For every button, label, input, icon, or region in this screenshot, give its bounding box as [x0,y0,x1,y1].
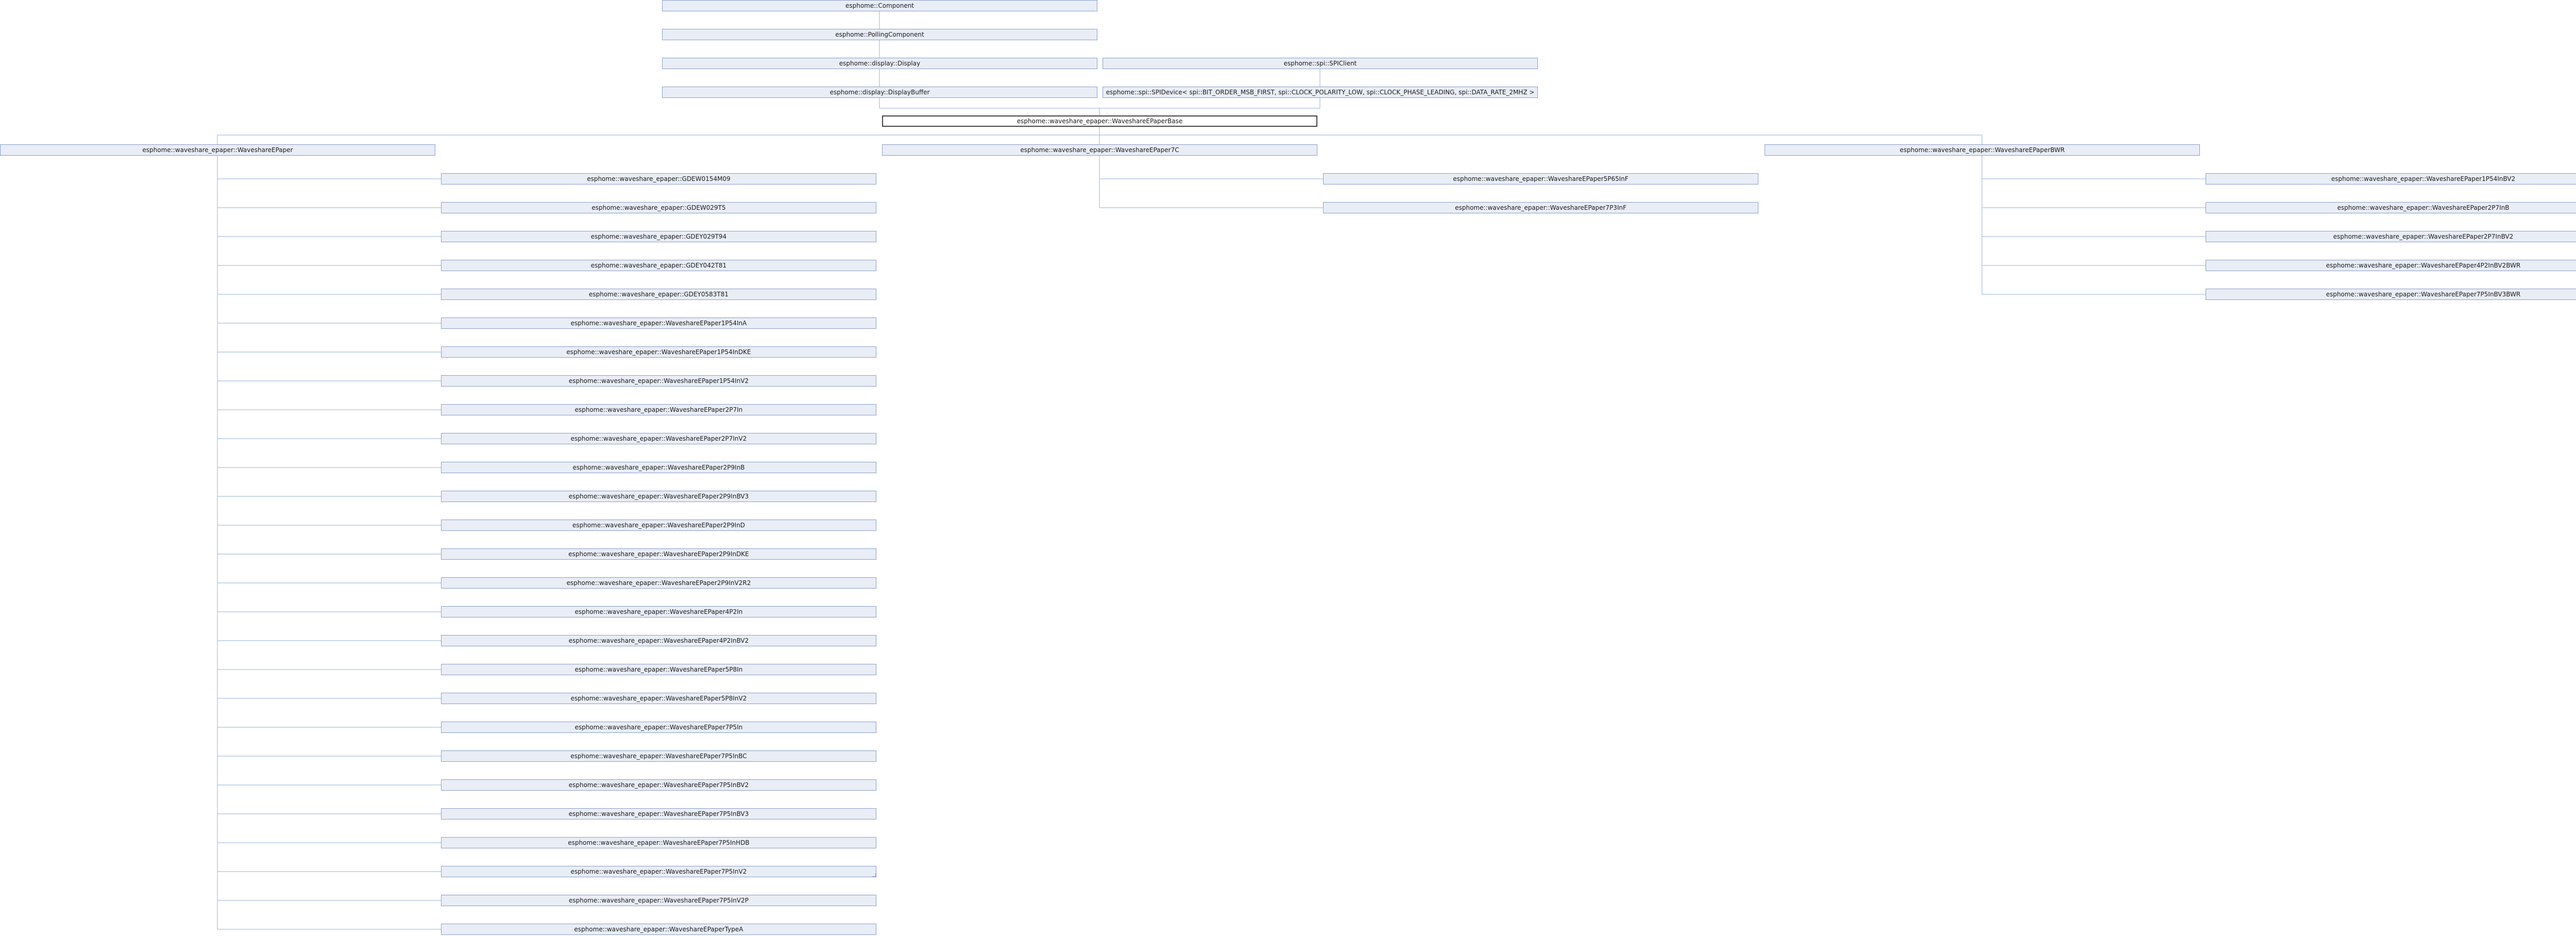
node-7p5in[interactable]: esphome::waveshare_epaper::WaveshareEPap… [441,722,876,733]
node-typea[interactable]: esphome::waveshare_epaper::WaveshareEPap… [441,924,876,935]
node-4p2in[interactable]: esphome::waveshare_epaper::WaveshareEPap… [441,606,876,617]
node-waveshare-epaper-7c[interactable]: esphome::waveshare_epaper::WaveshareEPap… [882,144,1317,156]
node-5p8inv2[interactable]: esphome::waveshare_epaper::WaveshareEPap… [441,693,876,704]
node-2p7inb[interactable]: esphome::waveshare_epaper::WaveshareEPap… [2206,202,2576,213]
node-7p5inv2-label: esphome::waveshare_epaper::WaveshareEPap… [570,868,747,875]
node-7p5inv2p[interactable]: esphome::waveshare_epaper::WaveshareEPap… [441,895,876,906]
node-display[interactable]: esphome::display::Display [662,58,1097,69]
node-gdew029t5[interactable]: esphome::waveshare_epaper::GDEW029T5 [441,202,876,213]
node-waveshare-epaper[interactable]: esphome::waveshare_epaper::WaveshareEPap… [0,144,435,156]
node-1p54inv2[interactable]: esphome::waveshare_epaper::WaveshareEPap… [441,375,876,387]
node-2p9indke[interactable]: esphome::waveshare_epaper::WaveshareEPap… [441,548,876,560]
node-7p5inbc[interactable]: esphome::waveshare_epaper::WaveshareEPap… [441,750,876,762]
resize-grip-icon [872,873,876,877]
node-2p7inbv2[interactable]: esphome::waveshare_epaper::WaveshareEPap… [2206,231,2576,242]
node-7p5inbv3[interactable]: esphome::waveshare_epaper::WaveshareEPap… [441,808,876,820]
node-waveshare-epaper-bwr[interactable]: esphome::waveshare_epaper::WaveshareEPap… [1765,144,2200,156]
node-1p54indke[interactable]: esphome::waveshare_epaper::WaveshareEPap… [441,346,876,358]
node-7p5inv2[interactable]: esphome::waveshare_epaper::WaveshareEPap… [441,866,876,877]
node-gdey029t94[interactable]: esphome::waveshare_epaper::GDEY029T94 [441,231,876,242]
node-5p8in[interactable]: esphome::waveshare_epaper::WaveshareEPap… [441,664,876,675]
node-7p5inbv2[interactable]: esphome::waveshare_epaper::WaveshareEPap… [441,779,876,791]
node-7p5inbv3bwr[interactable]: esphome::waveshare_epaper::WaveshareEPap… [2206,289,2576,300]
node-4p2inbv2bwr[interactable]: esphome::waveshare_epaper::WaveshareEPap… [2206,260,2576,271]
node-component[interactable]: esphome::Component [662,0,1097,11]
node-spi-device[interactable]: esphome::spi::SPIDevice< spi::BIT_ORDER_… [1103,87,1538,98]
node-gdey042t81[interactable]: esphome::waveshare_epaper::GDEY042T81 [441,260,876,271]
node-2p9inb[interactable]: esphome::waveshare_epaper::WaveshareEPap… [441,462,876,473]
node-7p3inf[interactable]: esphome::waveshare_epaper::WaveshareEPap… [1323,202,1758,213]
node-2p9ind[interactable]: esphome::waveshare_epaper::WaveshareEPap… [441,520,876,531]
node-1p54inbv2[interactable]: esphome::waveshare_epaper::WaveshareEPap… [2206,173,2576,185]
node-2p9inbv3[interactable]: esphome::waveshare_epaper::WaveshareEPap… [441,491,876,502]
node-1p54ina[interactable]: esphome::waveshare_epaper::WaveshareEPap… [441,317,876,329]
node-waveshare-epaper-base[interactable]: esphome::waveshare_epaper::WaveshareEPap… [882,115,1317,127]
node-7p5inhdb[interactable]: esphome::waveshare_epaper::WaveshareEPap… [441,837,876,848]
node-2p7inv2[interactable]: esphome::waveshare_epaper::WaveshareEPap… [441,433,876,444]
node-4p2inbv2[interactable]: esphome::waveshare_epaper::WaveshareEPap… [441,635,876,646]
node-gdey0583t81[interactable]: esphome::waveshare_epaper::GDEY0583T81 [441,289,876,300]
node-polling-component[interactable]: esphome::PollingComponent [662,29,1097,40]
node-spi-client[interactable]: esphome::spi::SPIClient [1103,58,1538,69]
node-gdew0154m09[interactable]: esphome::waveshare_epaper::GDEW0154M09 [441,173,876,185]
node-display-buffer[interactable]: esphome::display::DisplayBuffer [662,87,1097,98]
node-2p9inv2r2[interactable]: esphome::waveshare_epaper::WaveshareEPap… [441,577,876,589]
node-5p65inf[interactable]: esphome::waveshare_epaper::WaveshareEPap… [1323,173,1758,185]
node-2p7in[interactable]: esphome::waveshare_epaper::WaveshareEPap… [441,404,876,415]
